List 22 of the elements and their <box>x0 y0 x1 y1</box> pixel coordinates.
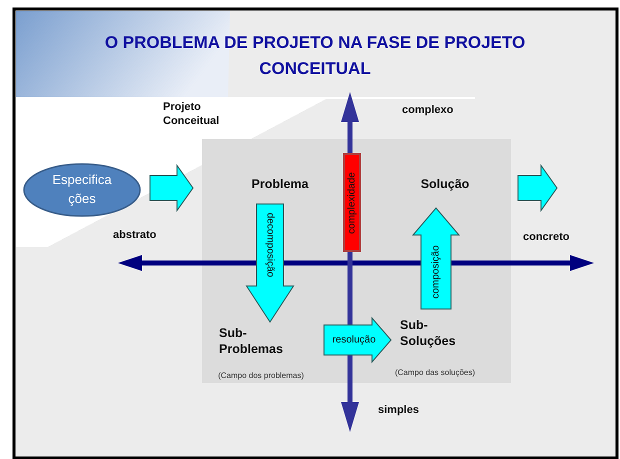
node-label: Sub- Problemas <box>219 325 284 358</box>
node-label: Solução <box>420 176 470 192</box>
edge-label: composição <box>430 245 442 299</box>
complexity-bar: complexidade <box>343 153 361 252</box>
axis-label: Projeto Conceitual <box>163 100 220 129</box>
block-arrow <box>324 316 392 364</box>
axis-label: complexo <box>402 103 454 118</box>
axis-label: abstrato <box>113 228 156 242</box>
axis-label: concreto <box>523 230 570 244</box>
field-caption: (Campo dos problemas) <box>217 371 305 380</box>
block-arrow <box>150 164 194 212</box>
node-label: Problema <box>250 176 310 192</box>
block-arrow <box>518 164 558 212</box>
field-caption: (Campo das soluções) <box>394 368 476 377</box>
block-arrow <box>246 204 294 323</box>
title: O PROBLEMA DE PROJETO NA FASE DE PROJETO CONCEITUAL <box>104 32 526 80</box>
block-arrow <box>412 207 460 310</box>
axis-label: simples <box>378 403 419 418</box>
edge-label: decomposição <box>264 212 276 278</box>
ellipse-node: Especifica ções <box>23 163 141 217</box>
edge-label: resolução <box>332 334 376 346</box>
node-label: Sub- Soluções <box>400 317 457 350</box>
